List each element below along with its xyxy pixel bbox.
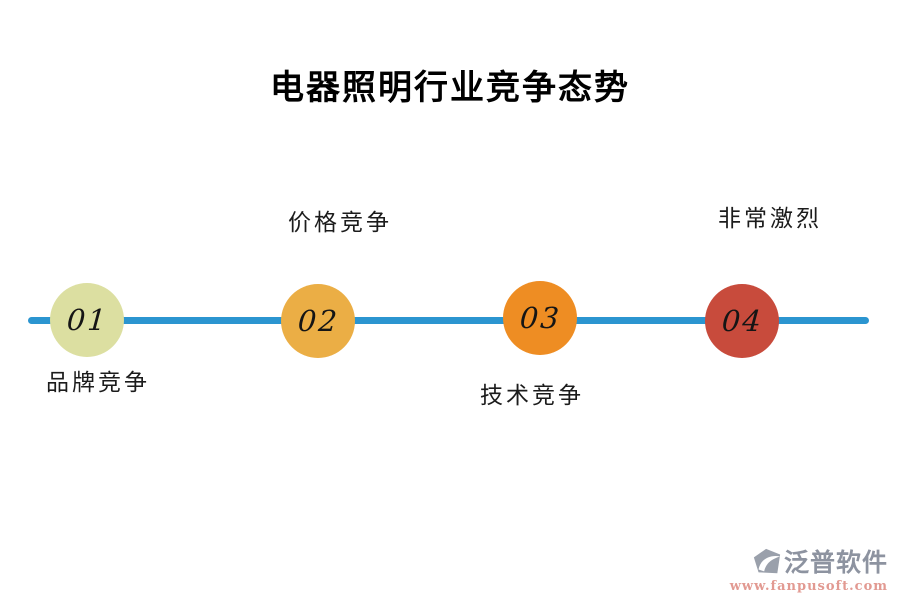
timeline-axis [28,317,869,324]
step-label-tech-competition: 技术竞争 [480,383,584,409]
step-label-brand-competition: 品牌竞争 [46,370,150,396]
fanpu-logo-icon [752,547,782,577]
step-circle-1: 01 [50,283,124,357]
brand-name: 泛普软件 [783,547,888,577]
step-number-4: 04 [720,304,764,338]
page-title: 电器照明行业竞争态势 [270,68,630,108]
step-number-2: 02 [296,304,340,338]
step-circle-4: 04 [705,284,779,358]
step-number-3: 03 [518,301,562,335]
step-circle-3: 03 [503,281,577,355]
brand-url: www.fanpusoft.com [729,579,888,594]
step-label-price-competition: 价格竞争 [288,210,392,236]
step-circle-2: 02 [281,284,355,358]
step-label-very-intense: 非常激烈 [718,206,822,232]
fanpu-logo: 泛普软件 www.fanpusoft.com [730,547,888,594]
step-number-1: 01 [65,303,109,337]
